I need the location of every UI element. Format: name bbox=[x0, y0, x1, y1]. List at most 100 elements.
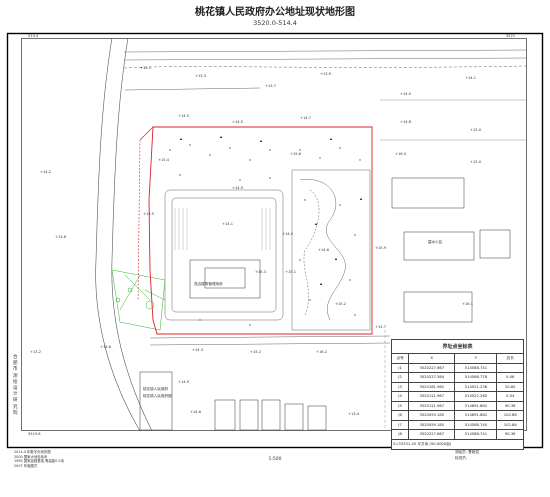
elevation-label: +15.9 bbox=[375, 246, 387, 250]
coord-x: 3520121.967 bbox=[408, 391, 456, 402]
elevation-label: +14.9 bbox=[232, 186, 244, 190]
map-notes: 2014.4 年数字化地形图 2000 国家大地坐标系 1985 国家高程基准,… bbox=[14, 450, 64, 468]
table-header: 点号 bbox=[390, 353, 410, 364]
grass-symbols bbox=[179, 135, 363, 286]
elevation-label: +13.2 bbox=[30, 350, 42, 354]
boundary-extension-west bbox=[137, 139, 141, 301]
north-road bbox=[123, 49, 527, 91]
elevation-label: +13.8 bbox=[55, 235, 67, 239]
note-line: 2000 国家大地坐标系 bbox=[14, 454, 48, 459]
elevation-label: +14.8 bbox=[400, 120, 412, 124]
coord-x: 3520227.584 bbox=[408, 372, 456, 383]
internal-road bbox=[164, 189, 284, 321]
edge-length bbox=[496, 362, 524, 373]
elevation-label: +15.2 bbox=[250, 350, 262, 354]
coord-y: 514691.682 bbox=[454, 400, 498, 411]
edge-length: 0.04 bbox=[496, 391, 524, 402]
south-road bbox=[149, 335, 391, 346]
elevation-label: +14.9 bbox=[178, 380, 190, 384]
elevation-label: +14.0 bbox=[400, 92, 412, 96]
building-label: 混合楼带管理用房 bbox=[194, 282, 223, 286]
coord-x: 3520121.967 bbox=[408, 400, 456, 411]
building-e-3 bbox=[403, 291, 473, 323]
building-sw-1 bbox=[139, 371, 173, 431]
vegetation-survey bbox=[111, 269, 166, 331]
point-id: J6 bbox=[390, 410, 410, 421]
map-title: 桃花镇人民政府办公地址现状地形图 bbox=[195, 7, 355, 18]
elevation-label: +13.6 bbox=[100, 345, 112, 349]
point-id: J5 bbox=[390, 400, 410, 411]
tree-symbols bbox=[169, 144, 361, 326]
coord-y: 514588.778 bbox=[454, 372, 498, 383]
elevation-label: +13.9 bbox=[320, 72, 332, 76]
elevation-label: +15.3 bbox=[255, 270, 267, 274]
coord-y: 514522.260 bbox=[454, 391, 498, 402]
elevation-label: +15.0 bbox=[470, 160, 482, 164]
coord-y: 514588.741 bbox=[454, 429, 498, 440]
elevation-label: +14.2 bbox=[40, 170, 52, 174]
coord-x: 3520227.667 bbox=[408, 362, 456, 373]
elevation-label: +15.1 bbox=[285, 270, 297, 274]
checker-label: 检查员: bbox=[455, 456, 467, 460]
elevation-label: +16.2 bbox=[316, 350, 328, 354]
elevation-label: +15.7 bbox=[375, 325, 387, 329]
elevation-label: +13.7 bbox=[265, 84, 277, 88]
coord-x: 3520059.185 bbox=[408, 419, 456, 430]
elevation-label: +13.3 bbox=[195, 74, 207, 78]
surveyor-label: 测绘员: 曹超斌 bbox=[455, 450, 479, 454]
note-line: 2014.4 年数字化地形图 bbox=[14, 450, 51, 454]
point-id: J3 bbox=[390, 381, 410, 392]
boundary-extension bbox=[139, 126, 154, 141]
edge-length: 90.36 bbox=[496, 400, 524, 411]
table-header: 边长 bbox=[496, 353, 524, 364]
table-header-row: 点号 X Y 边长 bbox=[390, 353, 524, 364]
elevation-label: +14.5 bbox=[178, 114, 190, 118]
elevation-label: +14.5 bbox=[232, 120, 244, 124]
elevation-label: +16.1 bbox=[462, 302, 474, 306]
elevation-label: +15.0 bbox=[470, 128, 482, 132]
building-s-4 bbox=[284, 403, 304, 431]
east-features bbox=[380, 99, 526, 430]
government-building-core bbox=[204, 267, 246, 289]
outer-frame bbox=[6, 32, 544, 449]
coord-x: 3520181.962 bbox=[408, 381, 456, 392]
coord-x: 3520227.667 bbox=[408, 429, 456, 440]
building-s-5 bbox=[307, 405, 327, 431]
building-e-4 bbox=[479, 229, 511, 259]
inner-frame bbox=[21, 38, 527, 431]
building-s-2 bbox=[239, 399, 259, 431]
main-road bbox=[95, 37, 153, 432]
elevation-label: +13.1 bbox=[140, 66, 152, 70]
producer-side-text: 合肥市测绘设计研究院 bbox=[13, 355, 18, 416]
note-line: 2007 年版图式 bbox=[14, 463, 38, 468]
edge-length: 102.86 bbox=[496, 419, 524, 430]
map-scale: 1:500 bbox=[268, 457, 282, 462]
elevation-label: +14.4 bbox=[282, 232, 294, 236]
table-header: Y bbox=[454, 353, 498, 364]
building-s-3 bbox=[261, 399, 281, 431]
building-label: 碧水小区 bbox=[428, 240, 443, 244]
buildings bbox=[139, 177, 511, 431]
elevation-label: +15.2 bbox=[335, 302, 347, 306]
landscape-park bbox=[291, 169, 371, 331]
edge-length: 20.65 bbox=[496, 381, 524, 392]
elevation-label: +14.6 bbox=[318, 248, 330, 252]
point-id: J7 bbox=[390, 419, 410, 430]
note-line: 1985 国家高程基准,等高距0.5米 bbox=[14, 459, 65, 464]
coord-y: 514588.741 bbox=[454, 362, 498, 373]
point-id: J8 bbox=[390, 429, 410, 440]
coord-y: 514521.236 bbox=[454, 381, 498, 392]
coord-y: 514691.682 bbox=[454, 410, 498, 421]
building-label: 桃花镇人民政府楼 bbox=[143, 394, 172, 398]
corner-top-right: 3521 bbox=[506, 34, 516, 38]
point-id: J2 bbox=[390, 372, 410, 383]
site-boundary bbox=[148, 126, 373, 335]
